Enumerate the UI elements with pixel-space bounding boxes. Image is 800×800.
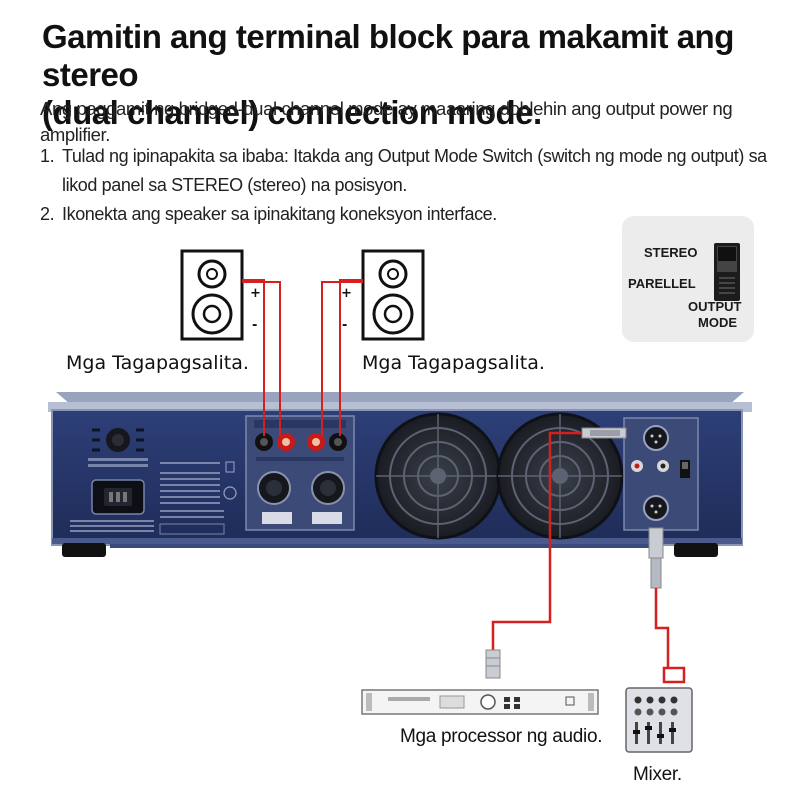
power-socket-icon[interactable]	[92, 480, 144, 514]
xlr-connector-icon[interactable]	[644, 426, 668, 450]
processor-label: Mga processor ng audio.	[400, 726, 602, 748]
left-minus-sign: -	[252, 318, 257, 333]
right-minus-sign: -	[342, 318, 347, 333]
xlr-plug-icon	[582, 428, 626, 438]
xlr-plug-icon	[486, 650, 500, 678]
left-plus-sign: +	[250, 286, 261, 301]
xlr-connector-icon[interactable]	[644, 496, 668, 520]
output-terminal-panel	[246, 416, 354, 530]
left-speaker-icon	[182, 251, 242, 339]
fan-icon	[376, 414, 500, 538]
right-plus-sign: +	[341, 286, 352, 301]
right-speaker-label: Mga Tagapagsalita.	[362, 352, 545, 374]
input-panel	[624, 418, 698, 530]
amplifier-rear-panel	[48, 392, 752, 557]
mixer-label: Mixer.	[633, 764, 682, 786]
audio-processor-icon	[362, 690, 598, 714]
xlr-plug-icon	[649, 528, 663, 588]
mixer-cable	[656, 588, 668, 668]
right-speaker-icon	[363, 251, 423, 339]
left-speaker-label: Mga Tagapagsalita.	[66, 352, 249, 374]
mixer-icon	[626, 688, 692, 752]
reset-button[interactable]	[106, 428, 130, 452]
